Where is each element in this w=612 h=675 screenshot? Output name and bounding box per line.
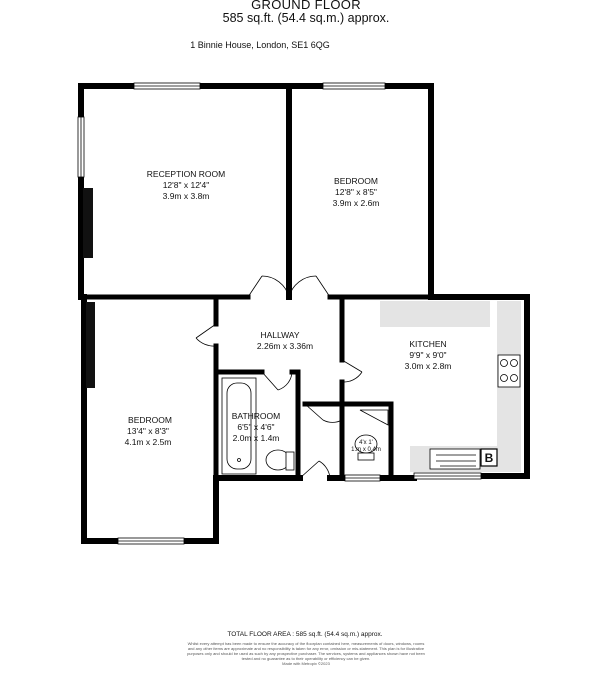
svg-text:BEDROOM: BEDROOM	[334, 176, 378, 186]
label-bathroom: BATHROOM 6'5" x 4'6" 2.0m x 1.4m	[232, 411, 280, 443]
label-kitchen: KITCHEN 9'9" x 9'0" 3.0m x 2.8m	[405, 339, 452, 371]
label-bedroom-left: BEDROOM 13'4" x 8'3" 4.1m x 2.5m	[125, 415, 172, 447]
svg-text:13'4" x 8'3": 13'4" x 8'3"	[127, 426, 169, 436]
svg-text:BEDROOM: BEDROOM	[128, 415, 172, 425]
door-swings	[195, 275, 363, 479]
floor-title: GROUND FLOOR	[251, 0, 361, 12]
property-address: 1 Binnie House, London, SE1 6QG	[190, 40, 330, 50]
svg-text:KITCHEN: KITCHEN	[409, 339, 446, 349]
svg-text:12'8" x 8'5": 12'8" x 8'5"	[335, 187, 377, 197]
svg-text:RECEPTION ROOM: RECEPTION ROOM	[147, 169, 225, 179]
disclaimer-text: Whilst every attempt has been made to en…	[187, 641, 425, 661]
boiler-marker: B	[480, 448, 498, 467]
windows	[77, 82, 482, 545]
sink	[429, 448, 481, 470]
wc-fixtures	[354, 409, 389, 461]
disclaimer: Whilst every attempt has been made to en…	[186, 641, 426, 666]
svg-text:6'5" x 4'6": 6'5" x 4'6"	[237, 422, 274, 432]
svg-text:3.9m x 3.8m: 3.9m x 3.8m	[163, 191, 210, 201]
bathtub	[221, 377, 257, 475]
svg-text:12'8" x 12'4": 12'8" x 12'4"	[163, 180, 210, 190]
svg-text:2.0m x 1.4m: 2.0m x 1.4m	[233, 433, 280, 443]
svg-text:3.0m x 2.8m: 3.0m x 2.8m	[405, 361, 452, 371]
svg-text:4'x 1': 4'x 1'	[359, 440, 373, 446]
svg-text:HALLWAY: HALLWAY	[260, 330, 299, 340]
svg-text:9'9" x 9'0": 9'9" x 9'0"	[409, 350, 446, 360]
hob	[497, 354, 521, 388]
toilet-bathroom	[265, 449, 295, 471]
label-hallway: HALLWAY 2.26m x 3.36m	[257, 330, 313, 351]
svg-text:4.1m x 2.5m: 4.1m x 2.5m	[125, 437, 172, 447]
floor-area: 585 sq.ft. (54.4 sq.m.) approx.	[222, 11, 390, 25]
svg-text:1.m x 0.4m: 1.m x 0.4m	[351, 447, 381, 453]
radiators	[83, 188, 95, 388]
label-bedroom-top: BEDROOM 12'8" x 8'5" 3.9m x 2.6m	[333, 176, 380, 208]
credit: Made with Metropix ©2023	[282, 661, 330, 666]
svg-text:BATHROOM: BATHROOM	[232, 411, 280, 421]
svg-text:2.26m x 3.36m: 2.26m x 3.36m	[257, 341, 313, 351]
total-floor-area: TOTAL FLOOR AREA : 585 sq.ft. (54.4 sq.m…	[227, 631, 383, 638]
svg-text:3.9m x 2.6m: 3.9m x 2.6m	[333, 198, 380, 208]
label-wc: 4'x 1' 1.m x 0.4m	[351, 440, 381, 453]
svg-text:B: B	[485, 451, 494, 465]
label-reception-room: RECEPTION ROOM 12'8" x 12'4" 3.9m x 3.8m	[147, 169, 225, 201]
